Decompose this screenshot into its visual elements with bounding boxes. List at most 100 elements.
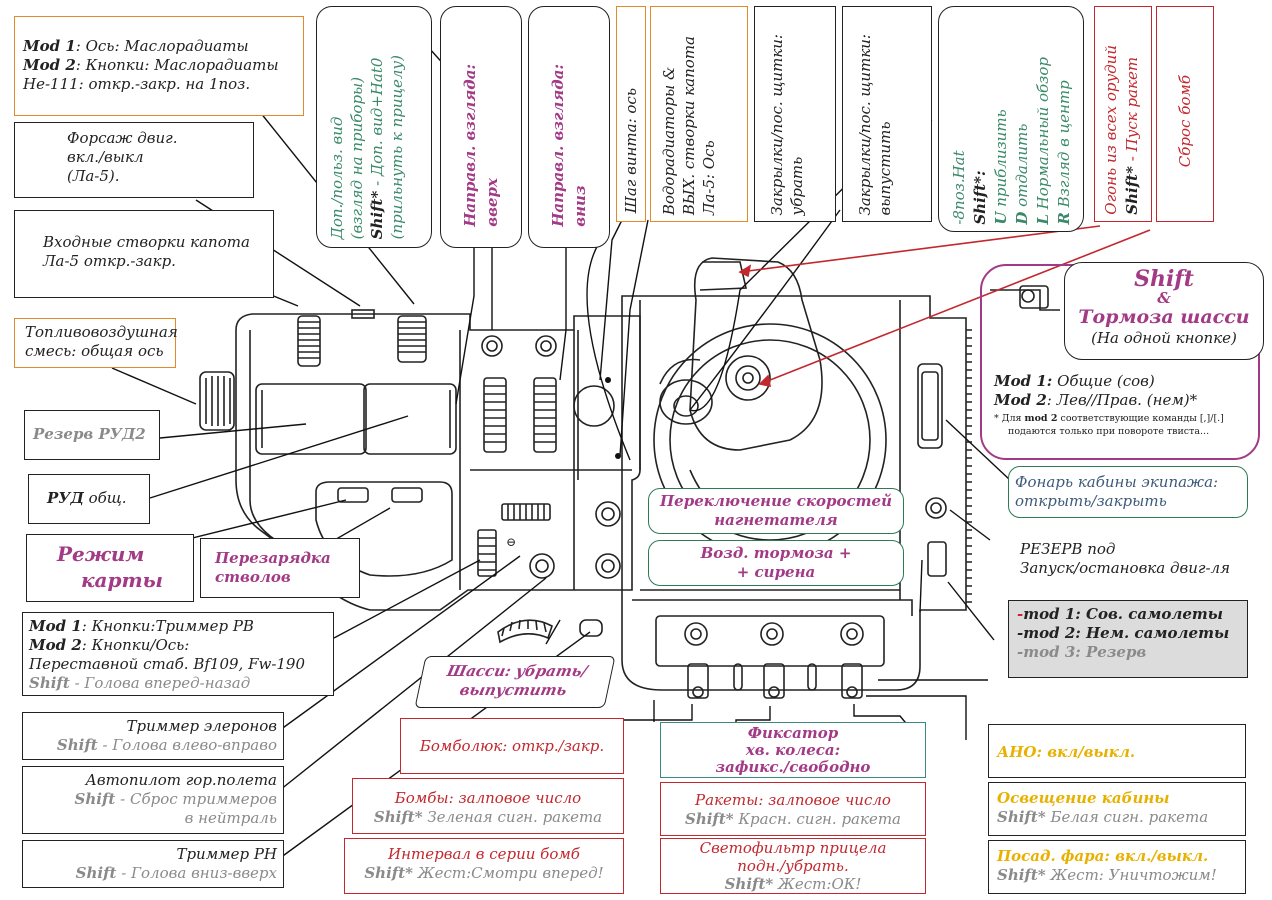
shassi-box: Шасси: убрать/ выпустить xyxy=(414,656,616,708)
forsazh-line1: Форсаж двиг. xyxy=(67,129,178,147)
posad-shift-text: Жест: Уничтожим! xyxy=(1045,866,1217,884)
vhodnye-box: Входные створки капота Ла-5 откр.-закр. xyxy=(14,210,274,298)
mods-dash: - xyxy=(1017,605,1024,623)
avtopilot-box: Автопилот гор.полета Shift - Сброс тримм… xyxy=(22,766,284,834)
trv-shift-label: Shift xyxy=(29,674,70,692)
fonar-box: Фонарь кабины экипажа: открыть/закрыть xyxy=(1008,466,1248,518)
rezhim-line2: карты xyxy=(81,568,163,592)
mods-line1: mod 1: Сов. самолеты xyxy=(1023,605,1224,623)
vozd-line2: + сирена xyxy=(736,563,816,581)
mod1-label: Mod 1 xyxy=(23,37,76,55)
fiksator-line3: зафикс./свободно xyxy=(715,758,871,776)
st-mod2-label: Mod 2 xyxy=(994,391,1047,409)
svetofiltr-box: Светофильтр прицела подн./убрать. Shift*… xyxy=(660,838,926,894)
posad-line1: Посад. фара: вкл./выкл. xyxy=(997,847,1209,865)
hat8-u-key: U xyxy=(992,211,1010,225)
trv-line3: Переставной стаб. Bf109, Fw-190 xyxy=(29,655,306,673)
interval-box: Интервал в серии бомб Shift* Жест:Смотри… xyxy=(344,838,624,894)
rud-label: РУД xyxy=(47,489,84,507)
shift-title-2: & xyxy=(1157,289,1171,307)
dop-vid-line4: (прильнуть к прицелу) xyxy=(388,54,406,239)
osveshenie-line1: Освещение кабины xyxy=(997,789,1170,807)
hat8-u-text: приблизить xyxy=(992,109,1010,212)
toplivo-line1: Топливовоздушная xyxy=(25,323,178,341)
shag-text: Шаг винта: ось xyxy=(622,87,640,213)
vhodnye-line1: Входные створки капота xyxy=(43,233,250,251)
bombolyuk-box: Бомболюк: откр./закр. xyxy=(400,718,624,774)
stick-grip xyxy=(689,257,823,451)
st-mod2-text: : Лев//Прав. (нем)* xyxy=(1046,391,1198,409)
mods-line2: -mod 2: Нем. самолеты xyxy=(1017,624,1230,642)
forsazh-line3: (Ла-5). xyxy=(67,167,120,185)
mods-line3: -mod 3: Резерв xyxy=(1017,643,1147,661)
trv-mod1-text: : Кнопки:Триммер РВ xyxy=(81,617,254,635)
mod1-text: : Ось: Маслорадиаты xyxy=(75,37,249,55)
rezerv-pod-line2: Запуск/остановка двиг-ля xyxy=(1020,559,1230,577)
tel-line1: Триммер элеронов xyxy=(126,717,278,735)
throttle-lever-2 xyxy=(363,383,457,455)
stick-base-outline xyxy=(621,295,967,691)
fiksator-line2: хв. колеса: xyxy=(745,741,841,759)
posad-box: Посад. фара: вкл./выкл. Shift* Жест: Уни… xyxy=(988,840,1246,894)
rezerv-rud-text: Резерв РУД2 xyxy=(33,425,146,443)
trv-shift-text: - Голова вперед-назад xyxy=(69,674,251,692)
fonar-line2: открыть/закрыть xyxy=(1015,492,1167,510)
trv-mod1-label: Mod 1 xyxy=(29,617,82,635)
vozd-box: Возд. тормоза + + сирена xyxy=(648,540,904,586)
zakr-vypustit-line2: выпустить xyxy=(876,121,894,215)
trimmer-el-box: Триммер элеронов Shift - Голова влево-вп… xyxy=(22,712,284,760)
rakety-box: Ракеты: залповое число Shift* Красн. сиг… xyxy=(660,782,926,836)
ap-line1: Автопилот гор.полета xyxy=(85,771,277,789)
ap-shift-text: - Сброс триммеров xyxy=(115,790,277,808)
vodoradiatory-line3: Ла-5: Ось xyxy=(700,140,718,215)
dop-vid-line1: Доп./польз. вид xyxy=(328,116,346,239)
vodoradiatory-box: Водорадиаторы & ВЫХ. створки капота Ла-5… xyxy=(650,6,748,222)
throttle-lever-1 xyxy=(255,383,367,455)
zakr-vypustit-box: Закрылки/пос. щитки: выпустить xyxy=(842,6,932,222)
ap-shift-label: Shift xyxy=(74,790,116,808)
rezerv-pod-box: РЕЗЕРВ под Запуск/остановка двиг-ля xyxy=(1012,532,1252,592)
osveshenie-box: Освещение кабины Shift* Белая сигн. раке… xyxy=(988,782,1246,836)
bomby-shift-text: Зеленая сигн. ракета xyxy=(422,808,603,826)
st-note-mod2: mod 2 xyxy=(1024,413,1058,424)
fonar-line1: Фонарь кабины экипажа: xyxy=(1015,473,1219,491)
trv-mod2-text: : Кнопки/Ось: xyxy=(81,636,190,654)
trv-mod2-label: Mod 2 xyxy=(29,636,82,654)
hat8-d-text: отдалить xyxy=(1013,123,1031,212)
st-note-1: * Для xyxy=(994,413,1025,424)
shassi-line1: Шасси: убрать/ xyxy=(445,662,590,680)
svetofiltr-line1: Светофильтр прицела xyxy=(699,839,887,857)
svetofiltr-shift-label: Shift* xyxy=(724,875,774,893)
rezhim-box: Режим карты xyxy=(26,534,194,602)
dop-vid-shift-text: - Доп. вид+Hat0 xyxy=(368,57,386,191)
bomby-line1: Бомбы: залповое число xyxy=(394,789,582,807)
posad-shift-label: Shift* xyxy=(997,866,1046,884)
mods-box: -mod 1: Сов. самолеты -mod 2: Нем. самол… xyxy=(1008,600,1248,678)
perezaryadka-line1: Перезарядка xyxy=(215,549,331,567)
trimmer-rn-box: Триммер РН Shift - Голова вниз-вверх xyxy=(22,840,284,888)
svetofiltr-shift-text: Жест:ОК! xyxy=(773,875,862,893)
shift-title-1: Shift xyxy=(1134,266,1194,292)
sbros-text: Сброс бомб xyxy=(1176,74,1194,167)
mod-axis-box: Mod 1: Ось: Маслорадиаты Mod 2: Кнопки: … xyxy=(14,16,304,116)
tel-shift-label: Shift xyxy=(56,736,98,754)
shag-box: Шаг винта: ось xyxy=(616,6,646,222)
rud-box: РУД общ. xyxy=(28,474,150,524)
napr-vverh-box: Направл. взгляда: вверх xyxy=(440,6,522,248)
rezhim-line1: Режим xyxy=(57,542,145,566)
fiksator-box: Фиксатор хв. колеса: зафикс./свободно xyxy=(660,722,926,778)
svg-text:⊖: ⊖ xyxy=(506,535,516,549)
ogon-shift-label: Shift* xyxy=(1123,166,1141,215)
bomby-box: Бомбы: залповое число Shift* Зеленая сиг… xyxy=(352,778,624,834)
mod2-text: : Кнопки: Маслорадиаты xyxy=(75,56,279,74)
hat8-line1: -8поз.Hat xyxy=(950,150,968,225)
mixture-wheel xyxy=(199,371,235,431)
napr-vniz-box: Направл. взгляда: вниз xyxy=(528,6,610,248)
dop-vid-shift-label: Shift* xyxy=(368,190,386,239)
mod2-label: Mod 2 xyxy=(23,56,76,74)
zakr-vypustit-line1: Закрылки/пос. щитки: xyxy=(856,33,874,216)
toplivo-line2: смесь: общая ось xyxy=(25,342,164,360)
osveshenie-shift-text: Белая сигн. ракета xyxy=(1045,808,1209,826)
trn-shift-text: - Голова вниз-вверх xyxy=(116,864,277,882)
rakety-line1: Ракеты: залповое число xyxy=(695,791,891,809)
